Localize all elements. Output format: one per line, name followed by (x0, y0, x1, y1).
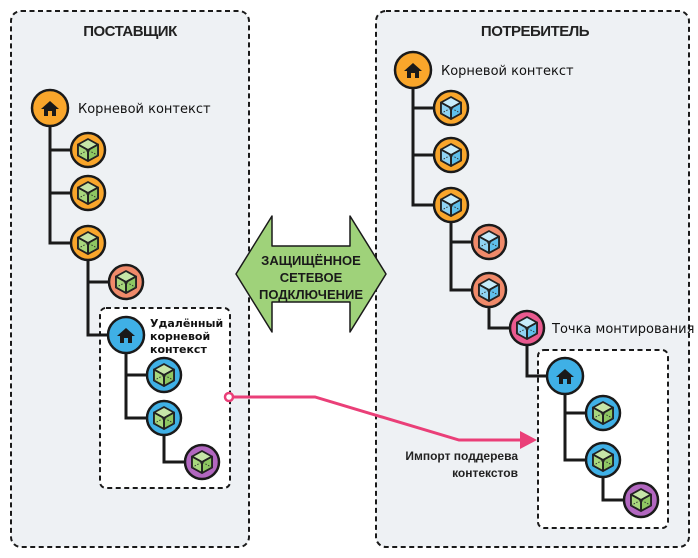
cube-icon (440, 96, 462, 120)
connection-label-line3: ПОДКЛЮЧЕНИЕ (259, 287, 363, 302)
import-arrow (223, 391, 537, 449)
provider-remote-context-node[interactable] (145, 356, 183, 394)
cube-icon (440, 143, 462, 167)
provider-remote-context-node[interactable] (183, 443, 221, 481)
connection-label-line2: СЕТЕВОЕ (280, 270, 343, 285)
provider-root-node[interactable] (30, 88, 70, 128)
cube-icon (77, 231, 99, 255)
cube-icon (77, 181, 99, 205)
provider-remote-root-node[interactable] (106, 315, 146, 355)
consumer-title: ПОТРЕБИТЕЛЬ (481, 23, 590, 40)
provider-context-node[interactable] (107, 263, 145, 301)
import-label-line1: Импорт поддерева (405, 449, 518, 463)
cube-icon (592, 401, 614, 425)
consumer-context-node[interactable] (432, 89, 470, 127)
consumer-imported-context-node[interactable] (584, 394, 622, 432)
connection-label-line1: ЗАЩИЩЁННОЕ (261, 253, 361, 268)
consumer-context-node[interactable] (470, 223, 508, 261)
provider-root-label: Корневой контекст (78, 102, 211, 117)
consumer-imported-context-node[interactable] (622, 481, 660, 519)
provider-title: ПОСТАВЩИК (83, 23, 178, 40)
import-label-line2: контекстов (452, 466, 518, 480)
cube-icon (516, 316, 538, 340)
consumer-imported-context-node[interactable] (584, 441, 622, 479)
provider-tree-lines (48, 126, 184, 464)
consumer-context-node[interactable] (432, 186, 470, 224)
cube-icon (77, 138, 99, 162)
consumer-context-node[interactable] (470, 271, 508, 309)
cube-icon (592, 448, 614, 472)
cube-icon (153, 363, 175, 387)
provider-context-node[interactable] (69, 131, 107, 169)
cube-icon (478, 278, 500, 302)
import-arrow-start-dot (223, 391, 235, 403)
consumer-tree-lines (411, 88, 623, 502)
cube-icon (115, 270, 137, 294)
provider-context-node[interactable] (69, 174, 107, 212)
remote-root-label-line1: Удалённый (150, 317, 223, 330)
provider-context-node[interactable] (69, 224, 107, 262)
remote-root-label-line3: контекст (150, 343, 207, 356)
consumer-imported-root-node[interactable] (545, 356, 585, 396)
remote-root-label-line2: корневой (150, 330, 210, 343)
cube-icon (630, 488, 652, 512)
mount-point-label: Точка монтирования (551, 322, 694, 337)
consumer-root-node[interactable] (393, 50, 433, 90)
consumer-context-node[interactable] (432, 136, 470, 174)
provider-remote-context-node[interactable] (145, 399, 183, 437)
cube-icon (440, 193, 462, 217)
cube-icon (153, 406, 175, 430)
consumer-mount-point-node[interactable] (508, 309, 546, 347)
cube-icon (191, 450, 213, 474)
secure-connection-arrow: ЗАЩИЩЁННОЕ СЕТЕВОЕ ПОДКЛЮЧЕНИЕ (235, 215, 387, 333)
consumer-root-label: Корневой контекст (441, 64, 574, 79)
cube-icon (478, 230, 500, 254)
